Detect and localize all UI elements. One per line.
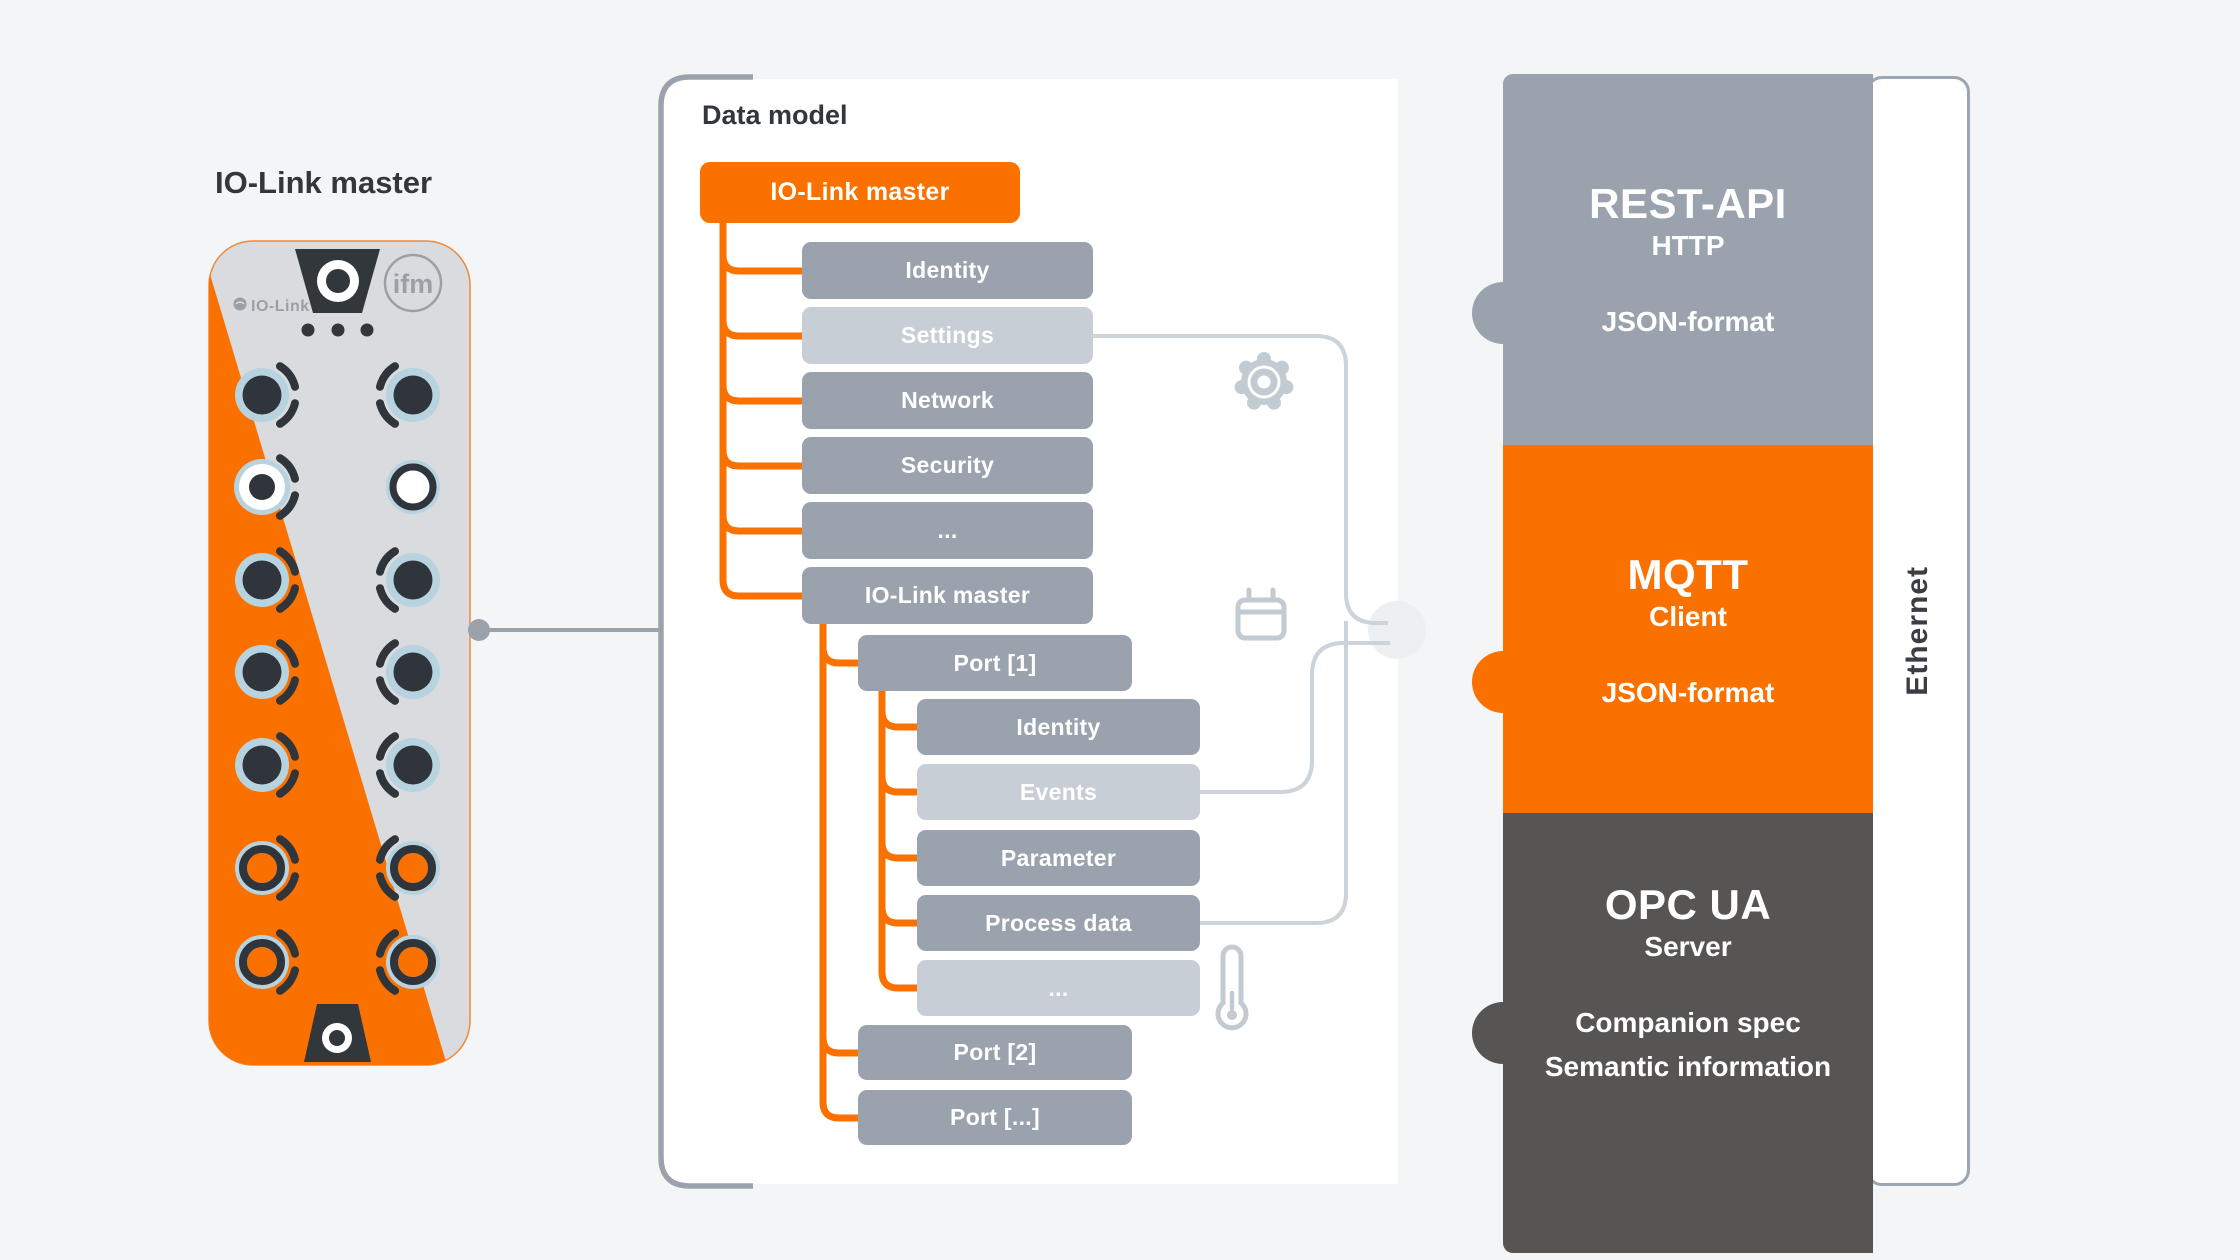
device-orange-wedge <box>209 271 447 1065</box>
mqtt-format: JSON-format <box>1601 677 1775 708</box>
opc-ua-title: OPC UA <box>1604 881 1772 928</box>
device-top-mount <box>295 249 380 313</box>
device-bottom-mount <box>304 1004 371 1062</box>
tree-item-port1-process-data: Process data <box>917 895 1200 951</box>
opc-ua-line-1: Companion spec <box>1575 1007 1801 1038</box>
tree-item-security: Security <box>802 437 1093 494</box>
io-link-logo: IO-Link <box>233 297 310 315</box>
data-model-title: Data model <box>702 100 848 130</box>
opc-ua-subtitle: Server <box>1644 931 1732 962</box>
tree-item-port-2: Port [2] <box>858 1025 1132 1080</box>
device-title: IO-Link master <box>215 165 433 200</box>
device-port-white <box>386 460 440 514</box>
ethernet-label: Ethernet <box>1901 566 1934 696</box>
tree-item-port-1: Port [1] <box>858 635 1132 691</box>
tree-item-io-link-master: IO-Link master <box>802 567 1093 624</box>
device-ports <box>234 366 440 991</box>
tree-root-io-link-master: IO-Link master <box>700 162 1020 223</box>
tree-item-port1-identity: Identity <box>917 699 1200 755</box>
tree-item-identity: Identity <box>802 242 1093 299</box>
mqtt-title: MQTT <box>1627 551 1749 598</box>
io-link-logo-text: IO-Link <box>251 298 310 315</box>
tree-item-port-more: Port [...] <box>858 1090 1132 1145</box>
rest-api-format: JSON-format <box>1601 306 1775 337</box>
tree-item-port1-events: Events <box>917 764 1200 820</box>
rest-api-subtitle: HTTP <box>1651 230 1725 261</box>
ifm-logo-text: ifm <box>393 269 434 299</box>
tree-item-port1-parameter: Parameter <box>917 830 1200 886</box>
tree-item-network: Network <box>802 372 1093 429</box>
tree-item-ellipsis: ... <box>802 502 1093 559</box>
rest-api-title: REST-API <box>1589 180 1787 227</box>
device-connector <box>468 619 661 641</box>
io-link-master-device: ifm IO-Link <box>208 240 471 1066</box>
device-port-active <box>234 459 290 515</box>
device-connector-dot <box>468 619 490 641</box>
tree-item-port1-ellipsis: ... <box>917 960 1200 1016</box>
opc-ua-block: OPC UA Server Companion spec Semantic in… <box>1472 813 1873 1253</box>
ethernet-bar: Ethernet <box>1866 76 1970 1186</box>
device-led-dots <box>301 323 374 337</box>
tree-item-settings: Settings <box>802 307 1093 364</box>
mqtt-subtitle: Client <box>1649 601 1727 632</box>
opc-ua-line-2: Semantic information <box>1544 1051 1832 1082</box>
ifm-logo: ifm <box>383 253 443 313</box>
